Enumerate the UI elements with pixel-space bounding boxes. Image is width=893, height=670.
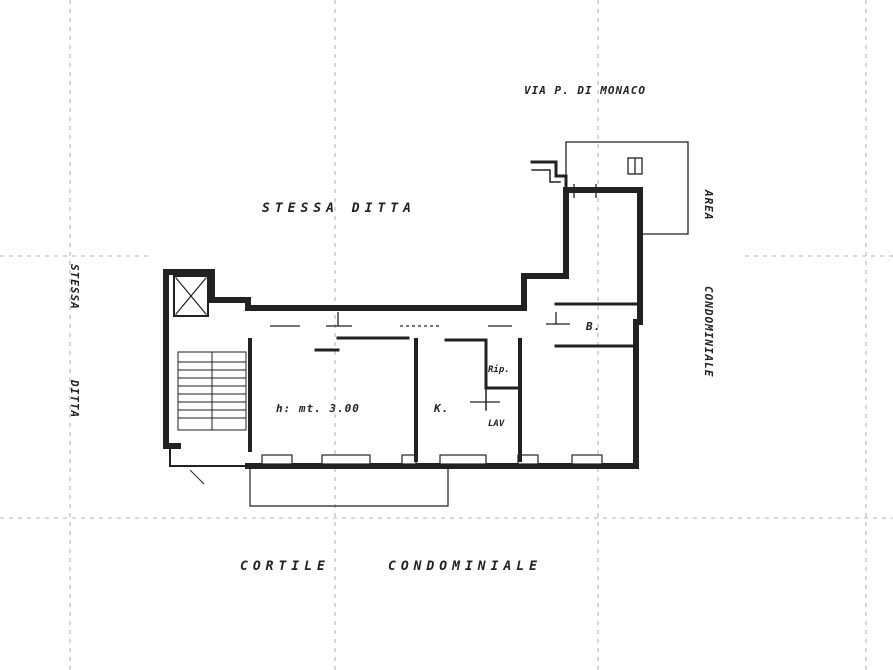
door-marks [270,157,643,403]
courtyard-outline [249,466,449,507]
room-label-rip: Rip. [488,364,510,375]
interior-walls [248,302,638,462]
label-condominiale-bottom: CONDOMINIALE [388,559,542,574]
label-cortile: CORTILE [240,559,330,574]
staircase [177,351,247,431]
exterior-walls [163,141,689,469]
label-ditta-left: DITTA [68,379,81,418]
label-stessa-ditta-top: STESSA DITTA [262,201,416,216]
room-label-bath: B. [585,320,601,333]
room-height-note: h: mt. 3.00 [276,402,360,415]
label-stessa-left: STESSA [68,264,81,310]
label-condominiale-right: CONDOMINIALE [702,286,715,377]
room-label-lav: LAV [488,419,505,429]
room-label-kitchen: K. [433,402,449,415]
bottom-windows [261,454,603,465]
street-label: VIA P. DI MONACO [524,84,646,97]
label-area: AREA [702,189,715,221]
